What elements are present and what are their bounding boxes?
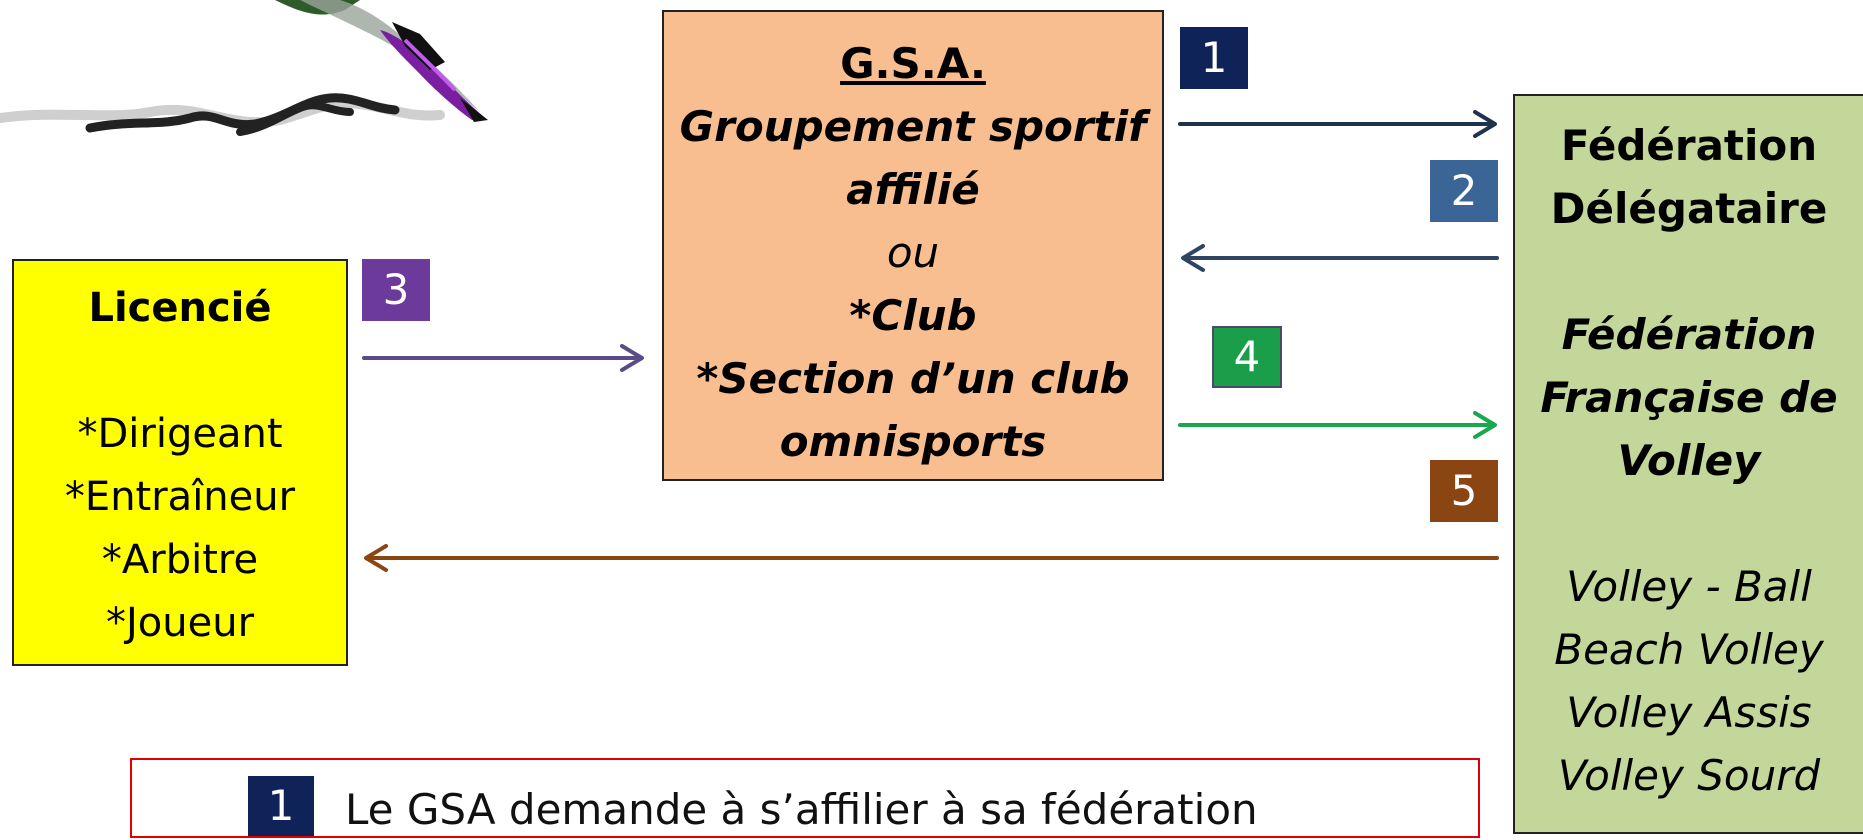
gsa-option-section-1: *Section d’un club bbox=[696, 354, 1130, 403]
federation-name-line2: Française de bbox=[1540, 373, 1838, 422]
step-badge-2: 2 bbox=[1430, 160, 1498, 222]
arrow-5 bbox=[364, 544, 1499, 572]
arrow-2 bbox=[1181, 244, 1499, 272]
gsa-option-section-2: omnisports bbox=[779, 417, 1047, 466]
licencie-box: Licencié *Dirigeant *Entraîneur *Arbitre… bbox=[12, 259, 348, 666]
step-badge-5: 5 bbox=[1430, 460, 1498, 522]
gsa-or: ou bbox=[886, 228, 940, 277]
legend-text: Le GSA demande à s’affilier à sa fédérat… bbox=[345, 785, 1258, 834]
step-badge-3: 3 bbox=[362, 259, 430, 321]
licencie-title: Licencié bbox=[88, 285, 272, 331]
federation-line2: Délégataire bbox=[1550, 184, 1828, 233]
step-badge-4: 4 bbox=[1212, 326, 1282, 388]
fountain-pen-icon bbox=[0, 0, 488, 136]
arrow-4 bbox=[1178, 411, 1497, 439]
gsa-option-club: *Club bbox=[849, 291, 977, 340]
discipline-volley-assis: Volley Assis bbox=[1566, 688, 1812, 737]
discipline-beach-volley: Beach Volley bbox=[1554, 625, 1824, 674]
role-entraineur: *Entraîneur bbox=[64, 474, 296, 520]
gsa-abbr: G.S.A. bbox=[840, 39, 986, 88]
arrow-3 bbox=[362, 344, 644, 372]
federation-name-line1: Fédération bbox=[1561, 310, 1817, 359]
flow-arrows bbox=[362, 110, 1499, 572]
federation-line1: Fédération bbox=[1560, 121, 1818, 170]
federation-name-line3: Volley bbox=[1617, 436, 1761, 485]
federation-box: Fédération Délégataire Fédération França… bbox=[1513, 94, 1863, 834]
step-badge-1: 1 bbox=[1180, 27, 1248, 89]
role-dirigeant: *Dirigeant bbox=[77, 411, 283, 457]
gsa-line1: Groupement sportif bbox=[679, 102, 1147, 151]
discipline-volley-sourd: Volley Sourd bbox=[1557, 751, 1821, 800]
legend-step-badge: 1 bbox=[248, 776, 314, 836]
arrow-1 bbox=[1178, 110, 1497, 138]
gsa-box: G.S.A. Groupement sportif affilié ou *Cl… bbox=[662, 10, 1164, 481]
gsa-line2: affilié bbox=[846, 165, 980, 214]
role-arbitre: *Arbitre bbox=[101, 537, 259, 583]
role-joueur: *Joueur bbox=[105, 600, 255, 646]
discipline-volley-ball: Volley - Ball bbox=[1566, 562, 1812, 611]
